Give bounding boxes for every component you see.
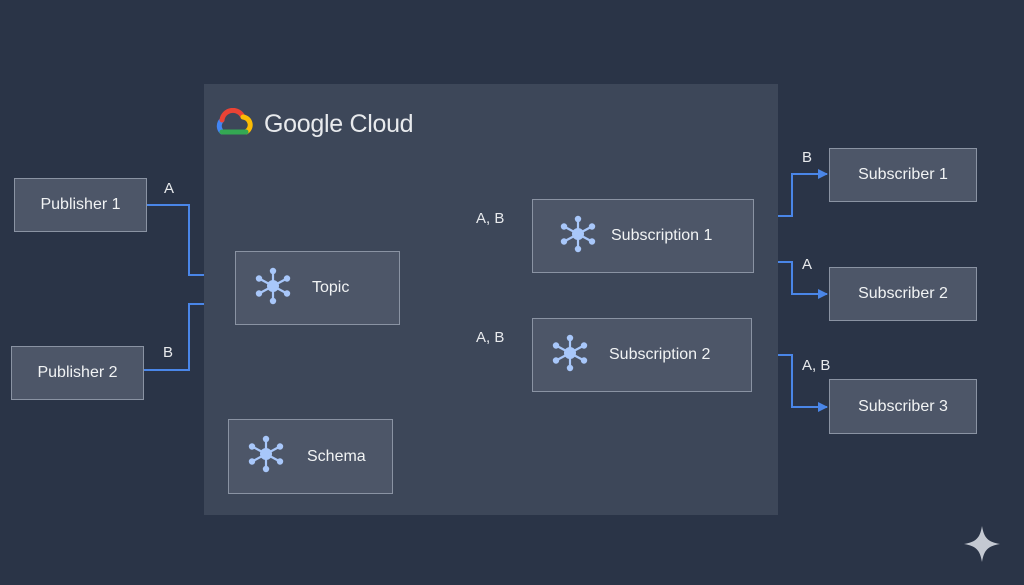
sparkle-icon <box>964 526 1000 562</box>
publisher-2-node: Publisher 2 <box>11 346 144 400</box>
edge-label-subscriber-2: A <box>802 256 813 273</box>
schema-node: Schema <box>228 419 393 494</box>
pubsub-hub-icon <box>247 435 285 478</box>
subscription-1-node: Subscription 1 <box>532 199 754 273</box>
subscriber-1-label: Subscriber 1 <box>858 166 948 183</box>
google-cloud-title: Google Cloud <box>264 109 414 138</box>
edge-label-publisher-2: B <box>163 344 174 361</box>
subscription-2-node: Subscription 2 <box>532 318 752 392</box>
edge-label-publisher-1: A <box>164 180 175 197</box>
edge-label-subscriber-1: B <box>802 149 813 166</box>
pubsub-hub-icon <box>559 215 597 258</box>
edge-label-subscriber-3: A, B <box>802 357 831 374</box>
topic-node: Topic <box>235 251 400 325</box>
google-cloud-logo-icon <box>216 108 253 135</box>
pubsub-hub-icon <box>254 267 292 310</box>
topic-label: Topic <box>312 279 350 296</box>
subscriber-3-node: Subscriber 3 <box>829 379 977 434</box>
subscriber-3-label: Subscriber 3 <box>858 397 948 415</box>
subscriber-1-node: Subscriber 1 <box>829 148 977 202</box>
subscription-2-label: Subscription 2 <box>609 346 711 363</box>
publisher-2-label: Publisher 2 <box>37 364 118 381</box>
subscriber-2-node: Subscriber 2 <box>829 267 977 321</box>
schema-label: Schema <box>307 447 366 465</box>
edge-label-subscription-1: A, B <box>476 210 505 227</box>
publisher-1-node: Publisher 1 <box>14 178 147 232</box>
google-cloud-logo: Google Cloud <box>214 108 414 140</box>
subscription-1-label: Subscription 1 <box>611 227 713 244</box>
publisher-1-label: Publisher 1 <box>40 196 121 213</box>
pubsub-hub-icon <box>551 334 589 377</box>
edge-label-subscription-2: A, B <box>476 329 505 346</box>
subscriber-2-label: Subscriber 2 <box>858 285 948 302</box>
